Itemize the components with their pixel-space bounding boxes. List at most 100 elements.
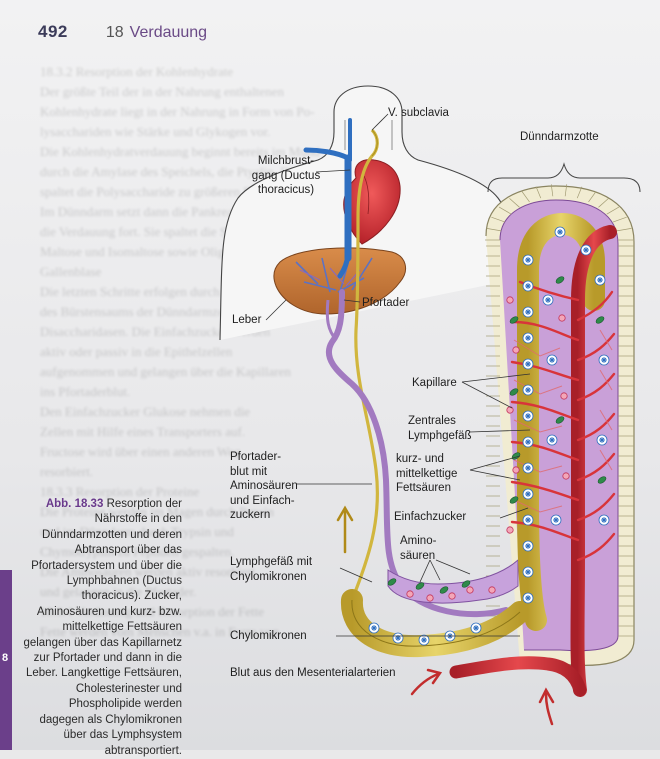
- label-milchbrustgang: Milchbrust- gang (Ductus thoracicus): [236, 154, 336, 198]
- aminosaeure-particle: [512, 466, 520, 474]
- ghost-line: Die letzten Schritte erfolgen durch Enzy…: [40, 284, 266, 299]
- label-pfortaderblut-line5: zuckern: [230, 509, 271, 521]
- aminosaeure-particle: [562, 472, 570, 480]
- ghost-line: Der größte Teil der in der Nahrung entha…: [40, 84, 284, 99]
- ghost-line: durch die Amylase des Speichels, die Pty…: [40, 164, 310, 179]
- fettsaeure-particle: [509, 316, 519, 324]
- label-aminosaeuren: Amino- säuren: [400, 534, 436, 563]
- side-tab-label: 8: [2, 652, 9, 664]
- chylomicron-particle-mark: [525, 335, 531, 341]
- aminosaeure-particle: [506, 406, 514, 414]
- aminosaeure-particle: [560, 392, 568, 400]
- ductus-thoracicus: [350, 128, 380, 601]
- label-pfortaderblut-line4: und Einfach-: [230, 494, 295, 507]
- aminosaeure-particle: [406, 590, 414, 598]
- label-fettsaeuren-line3: Fettsäuren: [396, 482, 451, 494]
- label-duenndarmzotte: Dünndarmzotte: [520, 131, 599, 143]
- mesenteric-artery: [449, 656, 587, 697]
- label-kapillare: Kapillare: [412, 377, 457, 389]
- label-pfortaderblut-line3: Aminosäuren: [230, 480, 298, 492]
- aminosaeure-particle: [426, 594, 434, 602]
- ghost-line: Gallenblase: [40, 264, 102, 279]
- label-zentrales-line2: Lymphgefäß: [408, 429, 472, 442]
- chapter-number: 18: [105, 24, 124, 41]
- ghost-line: die Verdauung fort. Sie spaltet die Stär…: [40, 224, 267, 239]
- aminosaeure-particle: [512, 346, 520, 354]
- zentrales-lymphgefaess: [517, 212, 605, 631]
- chylomicron-particle-mark: [525, 283, 531, 289]
- chylomicron-particle-mark: [525, 439, 531, 445]
- fettsaeure-particle: [415, 582, 425, 590]
- chylomicron-particle-mark: [525, 257, 531, 263]
- ghost-line: Die Proteine werden im Magen durch Pepsi…: [40, 504, 274, 519]
- ghost-line: und im Dünndarm durch Trypsin und: [40, 524, 234, 539]
- ghost-line: aktiv oder passiv in die Epithelzellen: [40, 344, 233, 359]
- figure-caption: Abb. 18.33 Resorption der Nährstoffe in …: [22, 497, 182, 759]
- aminosaeure-particle: [448, 592, 456, 600]
- chylomicron-particle-mark: [371, 625, 377, 631]
- chylomicron-particle-mark: [599, 437, 605, 443]
- aminosaeure-particle: [506, 526, 514, 534]
- great-veins: [303, 118, 352, 279]
- label-pfortader: Pfortader: [362, 297, 410, 309]
- ghost-line: des Bürstensaums der Dünndarmzellen, die: [40, 304, 266, 319]
- label-v-subclavia: V. subclavia: [388, 107, 449, 119]
- label-fettsaeuren-line1: kurz- und: [396, 453, 444, 465]
- chylomicron-particle-mark: [545, 297, 551, 303]
- label-aminosaeuren-line1: Amino-: [400, 535, 437, 547]
- label-zentrales-line1: Zentrales: [408, 415, 456, 427]
- fettsaeure-particle: [461, 580, 471, 588]
- ghost-line: und gelangen in die Pfortader.: [40, 584, 197, 599]
- ghost-line: Den Einfachzucker Glukose nehmen die: [40, 404, 251, 419]
- fettsaeure-particle: [387, 578, 397, 586]
- chylomicron-particle-mark: [525, 387, 531, 393]
- ghost-line: lysacchariden wie Stärke und Glykogen vo…: [40, 124, 271, 139]
- label-aminosaeuren-line2: säuren: [400, 549, 436, 562]
- label-milchbrustgang-line1: Milchbrust-: [257, 155, 315, 167]
- chylomicron-particle-mark: [525, 543, 531, 549]
- label-mesenterialarterien: Blut aus den Mesenterialarterien: [230, 667, 396, 679]
- chylomicron-particle-mark: [553, 517, 559, 523]
- chylomicron-particle-mark: [525, 309, 531, 315]
- label-milchbrustgang-line3: thoracicus): [257, 184, 315, 196]
- label-einfachzucker: Einfachzucker: [394, 511, 467, 523]
- label-pfortaderblut: Pfortader- blut mit Aminosäuren und Einf…: [230, 450, 298, 523]
- chylomicron-particle-mark: [395, 635, 401, 641]
- ghost-line: Fette werden vom Menschen v.a. in Form v…: [40, 624, 280, 639]
- label-fettsaeuren-line2: mittelkettige: [396, 467, 458, 480]
- ghost-line: 18.3.4 Verdauung und Resorption der Fett…: [40, 604, 264, 619]
- ghost-line: Chymotrypsin zu Peptiden gespalten.: [40, 544, 235, 559]
- fettsaeure-particle: [555, 416, 565, 424]
- nutrient-particles: [368, 226, 610, 646]
- fettsaeure-particle: [439, 586, 449, 594]
- label-pfortaderblut-line2: blut mit: [230, 465, 268, 478]
- chylomicron-particle-mark: [525, 491, 531, 497]
- fettsaeure-particle: [597, 476, 607, 484]
- chylomicron-particle-mark: [583, 247, 589, 253]
- zotte-bracket: [487, 162, 641, 193]
- label-leader-lines: [265, 113, 531, 637]
- ghost-line: resorbiert.: [40, 464, 94, 479]
- ghost-line: Zellen mit Hilfe eines Transporters auf.: [40, 424, 246, 439]
- flow-arrows: [336, 505, 555, 726]
- figure-caption-label: Abb. 18.33: [45, 498, 104, 510]
- aminosaeure-particle: [466, 586, 474, 594]
- chylomicron-particle-mark: [549, 437, 555, 443]
- label-lymphgefaess-line1: Lymphgefäß mit: [230, 556, 313, 568]
- chylomicron-particle-mark: [525, 569, 531, 575]
- ghost-line: 18.3.2 Resorption der Kohlenhydrate: [40, 64, 234, 79]
- label-leber: Leber: [232, 314, 262, 326]
- villus-epithelium: [485, 185, 635, 666]
- ghost-line: Disaccharidasen. Die Einfachzucker werde…: [40, 324, 271, 339]
- chylomicron-particle-mark: [525, 465, 531, 471]
- label-chylomikronen: Chylomikronen: [230, 630, 307, 642]
- chylomicron-particle-mark: [525, 517, 531, 523]
- chylomicron-particle-mark: [525, 413, 531, 419]
- ghost-line: Die Kohlenhydratverdauung beginnt bereit…: [40, 144, 320, 159]
- capillary-network: [510, 280, 616, 562]
- fettsaeure-particle: [509, 388, 519, 396]
- aminosaeure-particle: [506, 296, 514, 304]
